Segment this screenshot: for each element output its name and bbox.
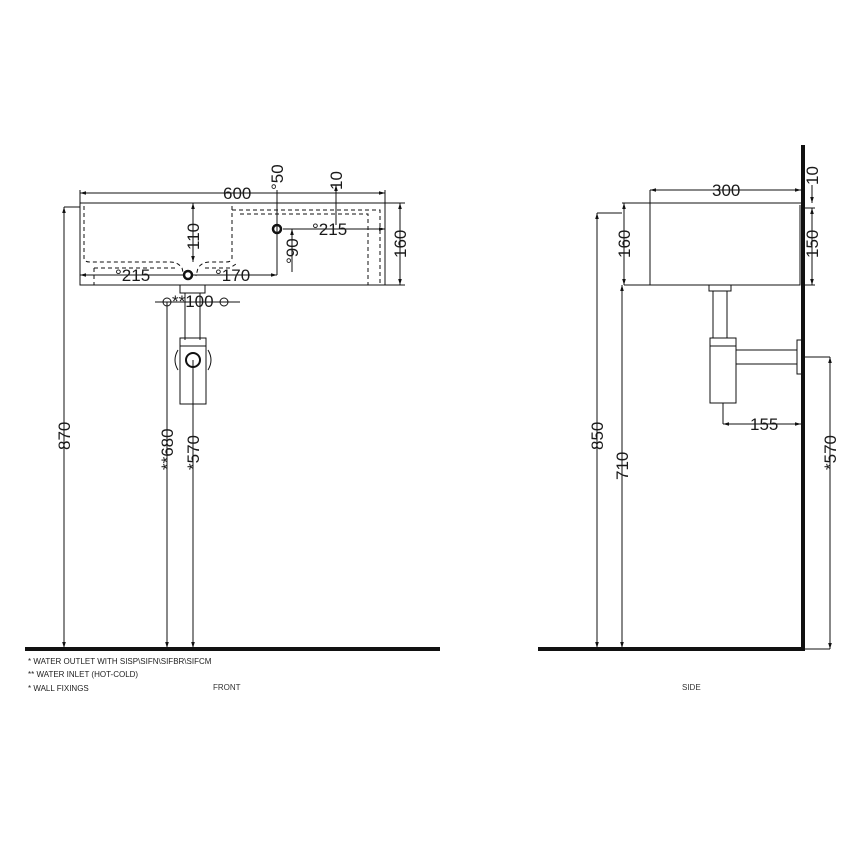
- dim-side-total-height: 850: [588, 422, 607, 450]
- dim-side-outlet-height: *570: [821, 435, 840, 470]
- dim-side-height-right: 150: [803, 230, 822, 258]
- dim-side-height-left: 160: [615, 230, 634, 258]
- front-view-label: FRONT: [213, 683, 241, 692]
- dim-left-215: °215: [115, 266, 150, 285]
- dim-front-height: 160: [391, 230, 410, 258]
- side-view-label: SIDE: [682, 683, 701, 692]
- front-dimension-labels: 600 °50 10 °215 110 °90 160 °215 °170 **…: [55, 164, 410, 470]
- note-water-inlet: ** WATER INLET (HOT-COLD): [28, 670, 138, 679]
- note-water-outlet: * WATER OUTLET WITH SISP\SIFN\SIFBR\SIFC…: [28, 657, 212, 666]
- basin-outline: [79, 202, 386, 286]
- dim-waste-170: °170: [215, 266, 250, 285]
- side-view: [538, 145, 832, 651]
- dim-side-depth: 300: [712, 181, 740, 200]
- dim-inlet-height: **680: [158, 428, 177, 470]
- dim-total-height: 870: [55, 422, 74, 450]
- dim-right-215: °215: [312, 220, 347, 239]
- dim-inlet-spacing: **100: [172, 292, 214, 311]
- dim-side-rim: 10: [803, 166, 822, 185]
- side-dimension-labels: 300 10 160 150 155 *570 850 710: [588, 166, 840, 480]
- note-wall-fixings: * WALL FIXINGS: [28, 684, 89, 693]
- dim-rim: 10: [327, 171, 346, 190]
- dim-trap-projection: 155: [750, 415, 778, 434]
- dim-tap-offset: °50: [268, 164, 287, 190]
- front-view: [25, 185, 440, 651]
- dim-basin-depth: 110: [184, 223, 203, 250]
- dim-front-width: 600: [223, 184, 251, 203]
- dim-tap-height: °90: [283, 238, 302, 264]
- dim-outlet-height: *570: [184, 435, 203, 470]
- dim-side-bottom-height: 710: [613, 452, 632, 480]
